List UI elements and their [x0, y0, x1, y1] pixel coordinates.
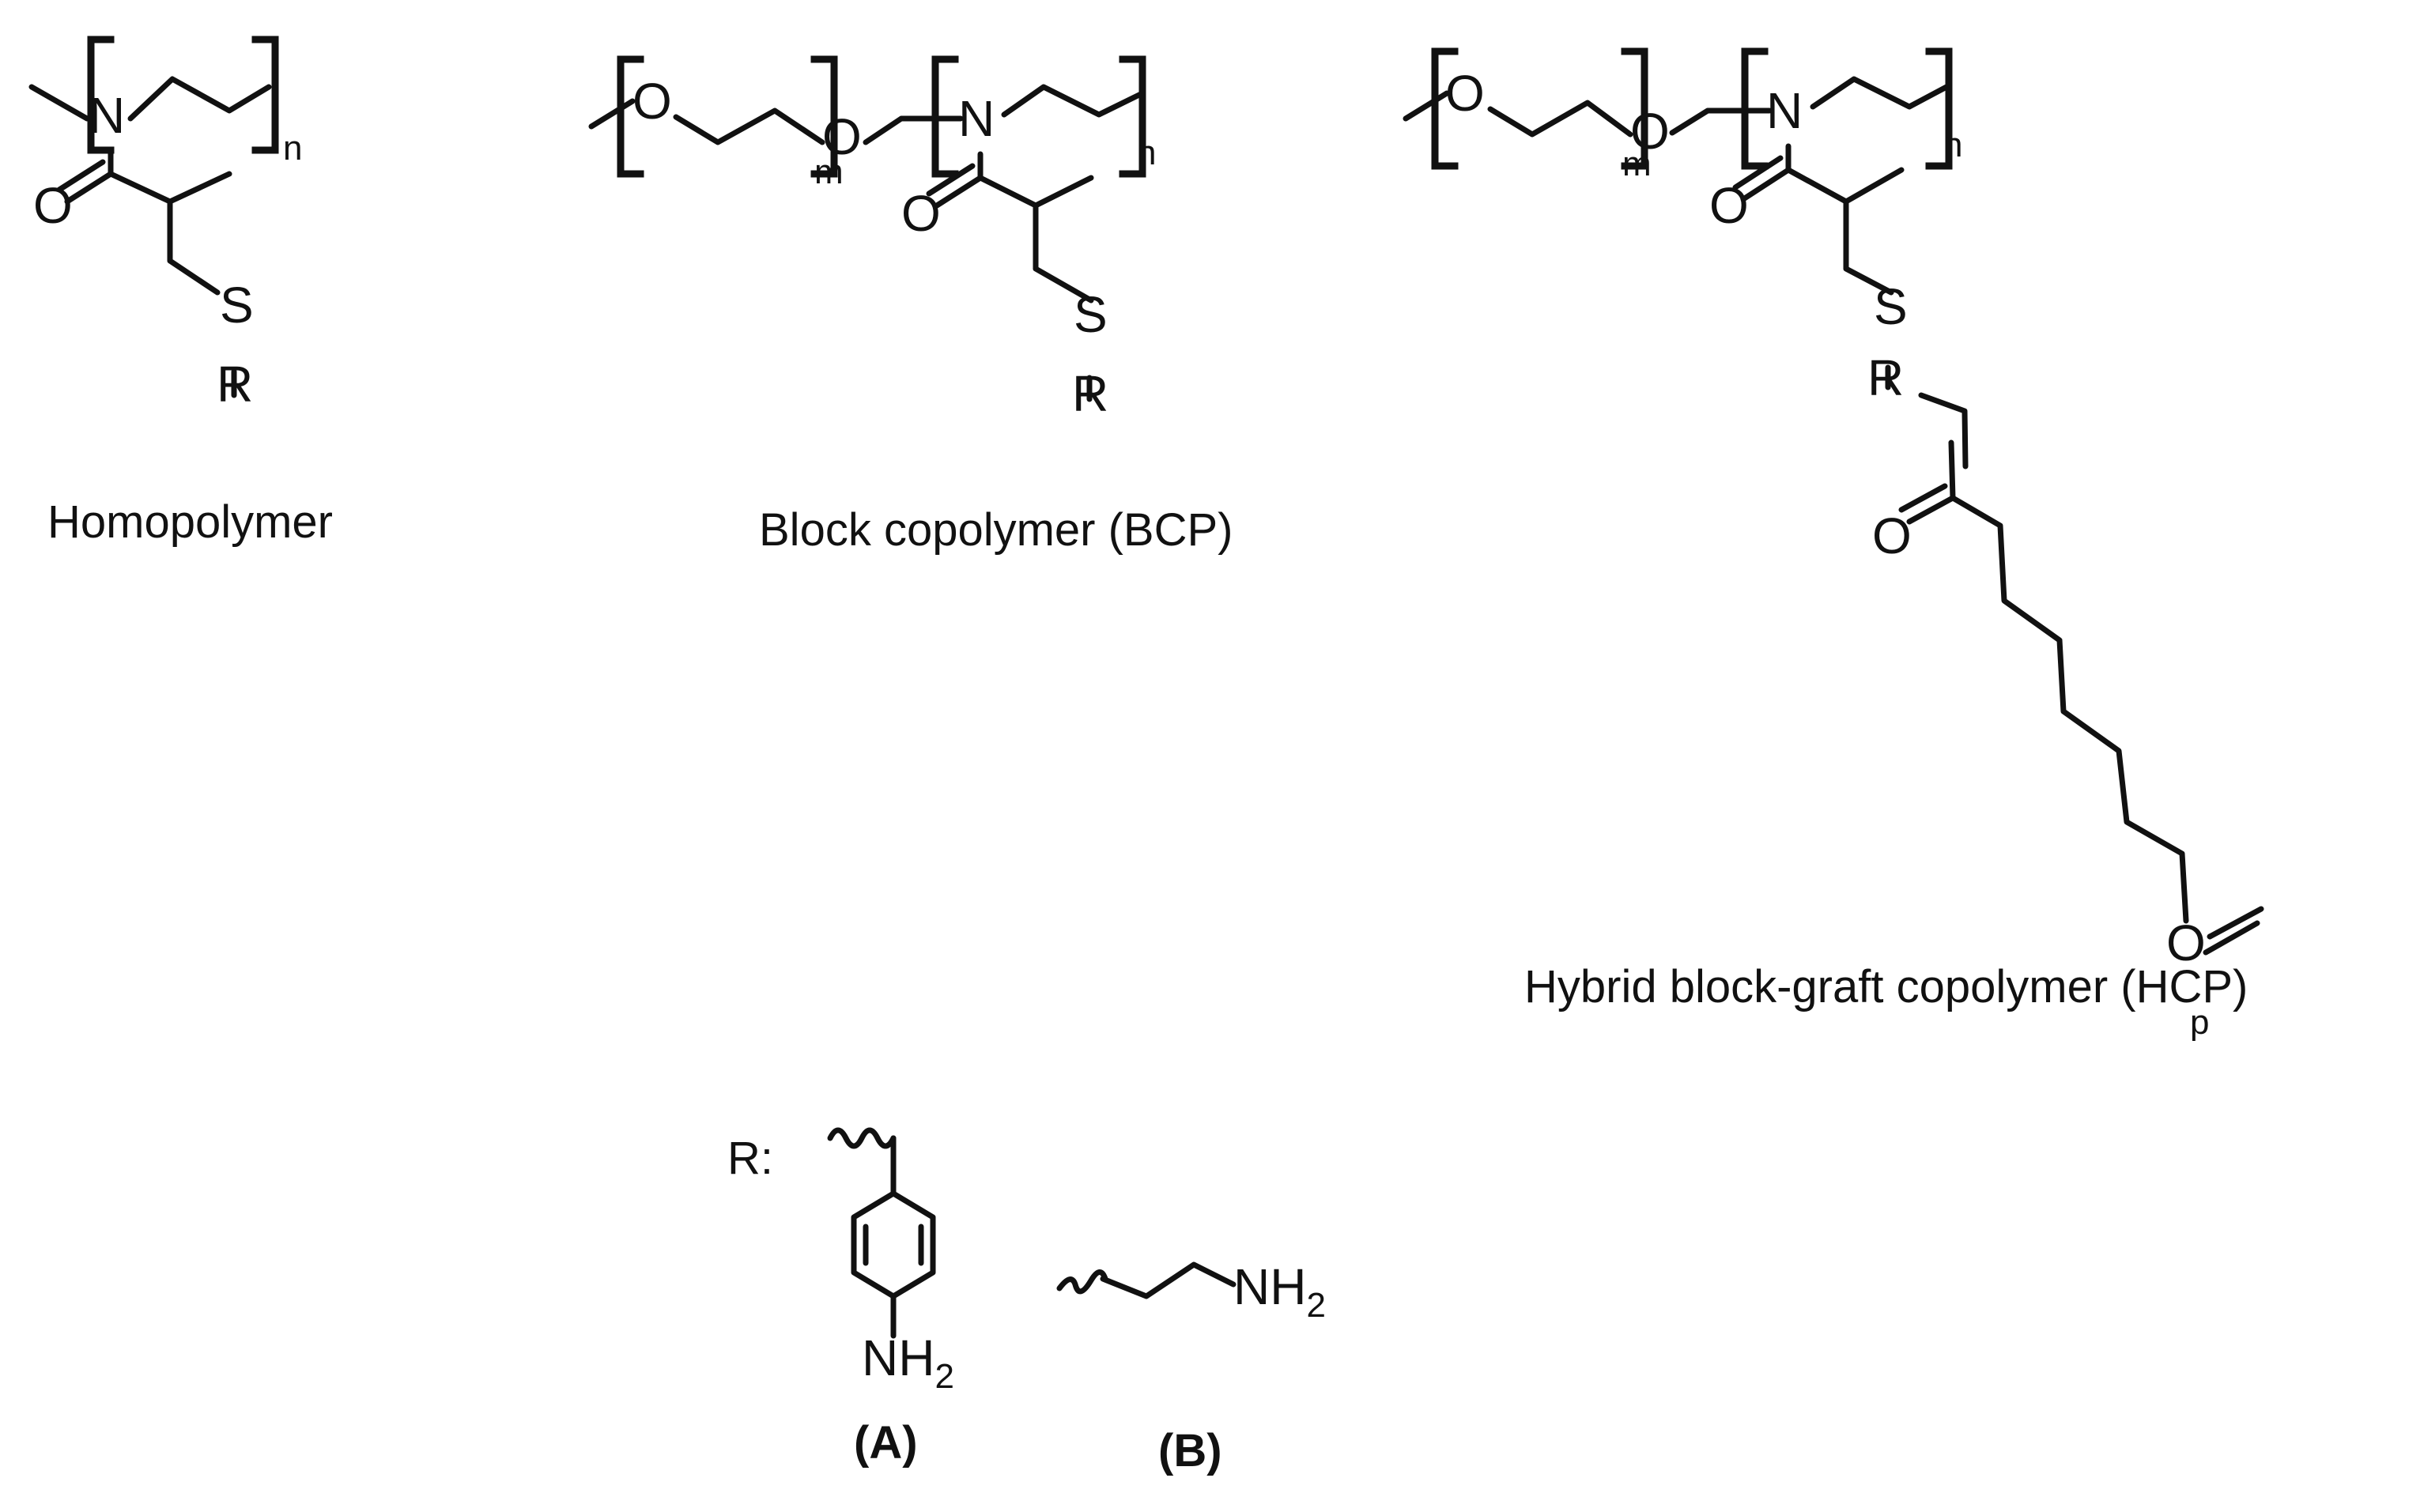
option-a-label: (A) [854, 1417, 918, 1469]
hcp-repeat-p: p [2190, 1003, 2209, 1042]
bcp-caption: Block copolymer (BCP) [759, 504, 1233, 556]
option-b-amine: NH2 [1233, 1258, 1326, 1325]
bcp-brackets [617, 55, 1146, 178]
hcp-brackets [1431, 47, 1953, 170]
hcp-oxygen-terminal: O [2166, 914, 2206, 971]
option-a-amine: NH2 [862, 1329, 954, 1396]
hcp-repeat-n: n [1943, 126, 1962, 164]
bcp-bonds [588, 84, 1146, 402]
homopolymer-sulfur: S [220, 277, 254, 334]
bcp-repeat-m: m [814, 153, 844, 191]
homopolymer-structure: N O S R n Homopolymer [28, 36, 333, 548]
hcp-oxygen-linker: O [1630, 103, 1670, 160]
hcp-structure: O O N O S R O O m n p Hybrid block-graft… [1403, 47, 2264, 1042]
bcp-oxygen-linker: O [822, 108, 862, 165]
homopolymer-repeat-n: n [283, 129, 302, 168]
hcp-oxygen-pcl-carbonyl: O [1872, 507, 1912, 564]
hcp-caption: Hybrid block-graft copolymer (HCP) [1524, 961, 2248, 1012]
homopolymer-r-group: R [217, 356, 253, 413]
option-b-bonds [1056, 1261, 1237, 1299]
hcp-sulfur: S [1874, 278, 1908, 335]
r-group-option-a: NH2 (A) [827, 1127, 954, 1469]
homopolymer-bonds [28, 76, 272, 398]
homopolymer-oxygen: O [33, 177, 73, 234]
bcp-repeat-n: n [1137, 134, 1156, 172]
bcp-oxygen-carbonyl: O [901, 185, 941, 242]
homopolymer-nitrogen: N [89, 87, 125, 144]
homopolymer-caption: Homopolymer [47, 496, 333, 548]
bcp-sulfur: S [1074, 286, 1108, 343]
hcp-oxygen-peg: O [1445, 65, 1485, 122]
bcp-r-group: R [1072, 365, 1108, 422]
hcp-oxygen-carbonyl: O [1709, 177, 1749, 234]
r-group-prefix: R: [727, 1133, 773, 1184]
bcp-oxygen-peg: O [632, 73, 672, 130]
hcp-repeat-m: m [1622, 145, 1652, 183]
r-group-options: R: NH2 (A) NH2 (B) [727, 1127, 1326, 1476]
hcp-bonds [1403, 76, 2264, 956]
bcp-structure: O O N O S R m n Block copolymer (BCP) [588, 55, 1233, 556]
bcp-nitrogen: N [958, 90, 995, 147]
option-b-label: (B) [1158, 1425, 1222, 1476]
option-a-bonds [827, 1127, 936, 1339]
hcp-r-group: R [1867, 349, 1904, 406]
hcp-nitrogen: N [1766, 82, 1803, 139]
r-group-option-b: NH2 (B) [1056, 1258, 1326, 1476]
homopolymer-brackets [87, 36, 279, 154]
